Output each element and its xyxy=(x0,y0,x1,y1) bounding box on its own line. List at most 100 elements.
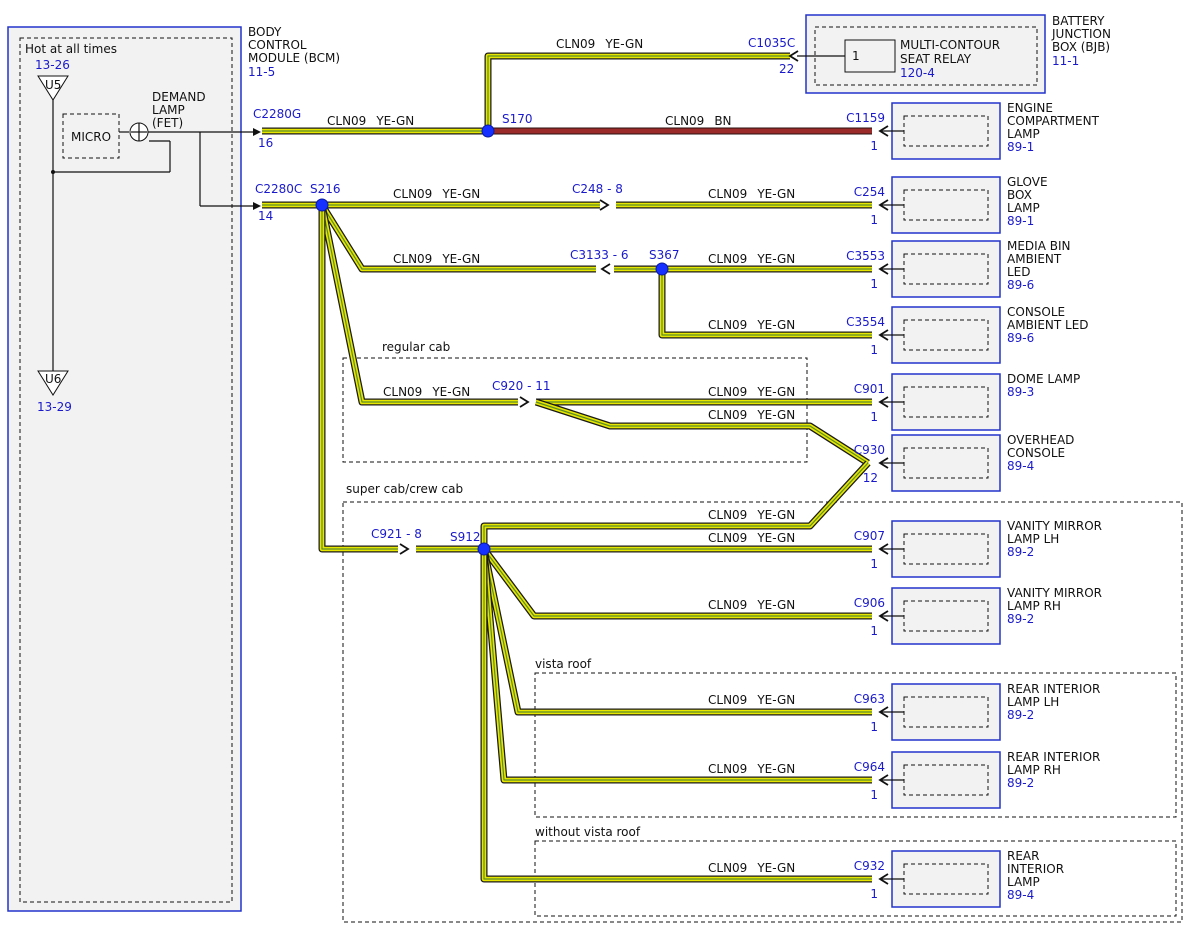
wire-s912-overhead[interactable] xyxy=(480,460,871,549)
splice-points xyxy=(315,124,669,556)
bcm-title-line-2: CONTROL xyxy=(248,38,307,52)
c1035c-pin: 22 xyxy=(779,62,794,76)
load-title-line: AMBIENT xyxy=(1007,252,1062,266)
c3133-label: C3133 - 6 xyxy=(570,248,629,262)
load-ref[interactable]: 89-3 xyxy=(1007,385,1034,399)
load-ref[interactable]: 89-2 xyxy=(1007,708,1034,722)
bjb-ref[interactable]: 11-1 xyxy=(1052,54,1079,68)
wire-s216-c920[interactable] xyxy=(318,204,518,406)
load-title-line: OVERHEAD xyxy=(1007,433,1074,447)
c2280g-arrow xyxy=(253,128,261,136)
load-ref[interactable]: 89-6 xyxy=(1007,278,1034,292)
relay-ref[interactable]: 120-4 xyxy=(900,66,935,80)
bcm-module: BODY CONTROL MODULE (BCM) 11-5 Hot at al… xyxy=(7,25,340,912)
c920-label: C920 - 11 xyxy=(492,379,551,393)
load-arrow xyxy=(878,199,889,211)
s170-splice[interactable] xyxy=(481,124,495,138)
super-cab-label: super cab/crew cab xyxy=(346,482,463,496)
load-connector-label: C3553 xyxy=(846,249,885,263)
s367-label: S367 xyxy=(649,248,680,262)
load-pin-label: 12 xyxy=(863,471,878,485)
load-box xyxy=(891,306,1001,364)
load-components: C11591ENGINECOMPARTMENTLAMP89-1C2541GLOV… xyxy=(846,101,1102,908)
bcm-junction-dot xyxy=(51,170,55,174)
c1035c-label: C1035C xyxy=(748,36,795,50)
load-title-line: VANITY MIRROR xyxy=(1007,519,1102,533)
wire-bjb-s170[interactable] xyxy=(484,52,790,131)
wire-s216-c921[interactable] xyxy=(318,205,398,553)
load-title-line: LAMP xyxy=(1007,201,1040,215)
c248-arrow xyxy=(599,199,610,211)
load-connector-label: C932 xyxy=(854,859,885,873)
bjb-title-line-3: BOX (BJB) xyxy=(1052,40,1110,54)
load-arrow xyxy=(878,396,889,408)
wire-s216-c3133[interactable] xyxy=(319,203,596,273)
load-arrow xyxy=(878,329,889,341)
micro-box xyxy=(62,113,120,159)
load-title-line: LAMP LH xyxy=(1007,695,1059,709)
load-title-line: CONSOLE xyxy=(1007,305,1065,319)
load-connector-label: C3554 xyxy=(846,315,885,329)
load-ref[interactable]: 89-2 xyxy=(1007,545,1034,559)
load-arrow xyxy=(878,706,889,718)
c921-label: C921 - 8 xyxy=(371,527,422,541)
wire-s912-rear-interior[interactable] xyxy=(480,549,872,883)
c2280c-arrow xyxy=(253,202,261,210)
bcm-outline xyxy=(7,26,242,912)
load-title-line: VANITY MIRROR xyxy=(1007,586,1102,600)
bcm-ref[interactable]: 11-5 xyxy=(248,65,275,79)
wire-s912-rear-lh[interactable] xyxy=(480,548,872,716)
relay-pin: 1 xyxy=(852,49,860,63)
regions: regular cab super cab/crew cab vista roo… xyxy=(342,340,1183,923)
load-ref[interactable]: 89-4 xyxy=(1007,888,1034,902)
u6-ref[interactable]: 13-29 xyxy=(37,400,72,414)
load-pin-label: 1 xyxy=(870,624,878,638)
bcm-inner-dashed xyxy=(19,37,233,903)
load-connector-label: C906 xyxy=(854,596,885,610)
load-pin-label: 1 xyxy=(870,887,878,901)
load-arrow xyxy=(878,610,889,622)
load-arrow xyxy=(878,873,889,885)
load-ref[interactable]: 89-1 xyxy=(1007,214,1034,228)
load-title-line: REAR INTERIOR xyxy=(1007,682,1100,696)
load-ref[interactable]: 89-6 xyxy=(1007,331,1034,345)
wire-c920-overhead[interactable] xyxy=(534,398,870,466)
load-title-line: REAR xyxy=(1007,849,1039,863)
relay-line-2: SEAT RELAY xyxy=(900,52,972,66)
c920-arrow xyxy=(519,396,530,408)
wire-s912-rear-rh[interactable] xyxy=(480,548,872,784)
wire-s367-console[interactable] xyxy=(658,269,872,339)
load-box xyxy=(891,102,1001,160)
bjb-title-line-1: BATTERY xyxy=(1052,14,1105,28)
hot-at-all-times-label: Hot at all times xyxy=(25,42,117,56)
load-box xyxy=(891,434,1001,492)
bcm-title-line-3: MODULE (BCM) xyxy=(248,51,340,65)
s216-splice[interactable] xyxy=(315,198,329,212)
load-ref[interactable]: 89-4 xyxy=(1007,459,1034,473)
load-box xyxy=(891,683,1001,741)
load-ref[interactable]: 89-1 xyxy=(1007,140,1034,154)
s216-label: S216 xyxy=(310,182,341,196)
s912-splice[interactable] xyxy=(477,542,491,556)
s367-splice[interactable] xyxy=(655,262,669,276)
load-ref[interactable]: 89-2 xyxy=(1007,612,1034,626)
c1035c-arrow xyxy=(788,50,799,62)
micro-label: MICRO xyxy=(71,130,111,144)
load-title-line: LAMP xyxy=(1007,875,1040,889)
load-ref[interactable]: 89-2 xyxy=(1007,776,1034,790)
wire-s912-vanity-rh[interactable] xyxy=(481,546,872,620)
u5-ref[interactable]: 13-26 xyxy=(35,58,70,72)
